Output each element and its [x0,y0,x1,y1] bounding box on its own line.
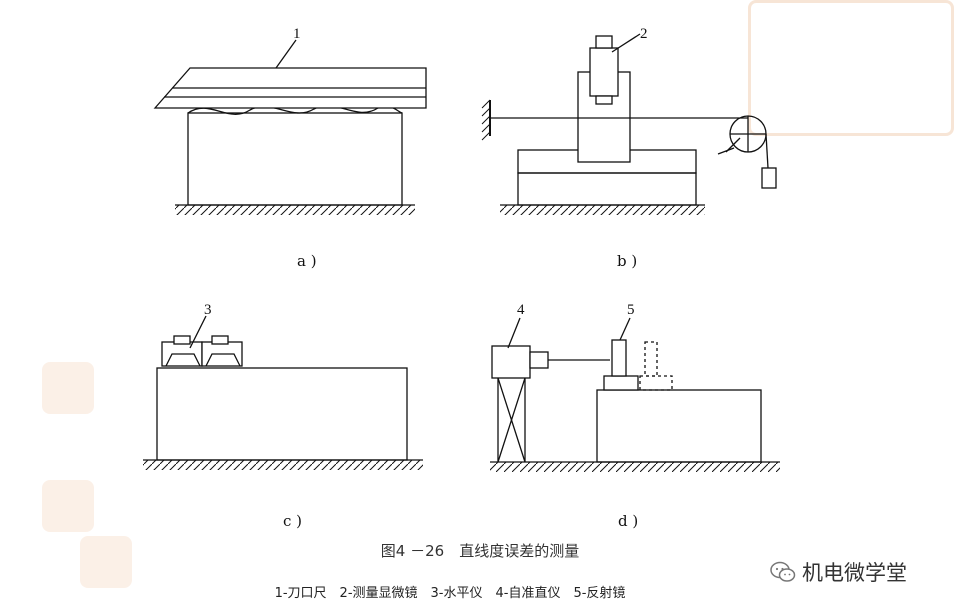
seal-stamp-left-3 [80,536,132,588]
eyepiece-top [595,35,613,49]
leader-line-1 [275,39,297,69]
eyepiece-bottom [595,95,613,105]
panel-label-c: c ) [283,512,303,530]
ground-hatch [175,205,415,215]
wall-hatch [481,99,491,141]
leader-line-2 [611,33,641,53]
panel-b-microscope [481,33,777,215]
figure-legend: 1-刀口尺 2-测量显微镜 3-水平仪 4-自准直仪 5-反射镜 [274,586,626,601]
panel-label-b: b ) [617,252,638,270]
spirit-level-left [161,335,203,367]
figure-caption: 图4 －26 直线度误差的测量 [380,542,580,560]
leader-line-4 [507,317,521,349]
wechat-account-name: 机电微学堂 [802,561,907,585]
panel-label-d: d ) [618,512,639,530]
callout-5: 5 [627,302,635,318]
autocollimator-lens [529,351,549,369]
ground-hatch [500,205,705,215]
leader-line-5 [619,317,631,341]
reflector-base [603,375,639,391]
callout-1: 1 [293,26,301,42]
ground-hatch [490,462,780,472]
seal-stamp-top-right [748,0,954,136]
callout-2: 2 [640,26,648,42]
seal-stamp-left-2 [42,480,94,532]
callout-3: 3 [204,302,212,318]
wechat-watermark: 机电微学堂 [770,557,907,587]
reflector-next-position [639,341,673,391]
workpiece-block [156,367,408,461]
panel-a-knife-edge [153,39,427,215]
workpiece-block [187,112,403,206]
panel-c-level [143,315,423,470]
workpiece-block [596,389,762,463]
autocollimator-body [491,345,531,379]
leader-line-3 [189,315,207,349]
tripod-stand [497,377,526,463]
seal-stamp-left-1 [42,362,94,414]
hanging-weight [761,167,777,189]
panel-d-autocollimator [490,317,780,472]
microscope-eyepiece [589,47,619,97]
wechat-icon [770,561,796,582]
panel-label-a: a ) [297,252,317,270]
base-block [517,172,697,206]
callout-4: 4 [517,302,525,318]
spirit-level-right [201,335,243,367]
weight-cord [765,133,769,169]
reflector-mirror [611,339,627,377]
pulley-support [717,147,735,155]
ground-hatch [143,460,423,470]
